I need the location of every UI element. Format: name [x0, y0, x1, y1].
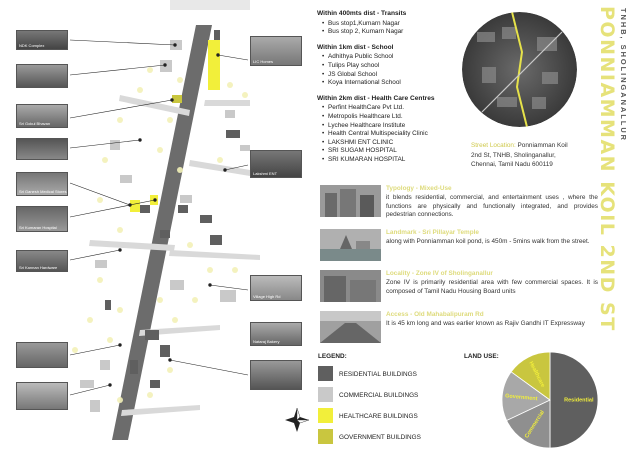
- site-map: [69, 0, 310, 440]
- map-photo-9: [16, 382, 68, 410]
- legend-item-government: GOVERNMENT BUILDINGS: [318, 429, 458, 450]
- list-item: Koya International School: [322, 79, 477, 88]
- legend-label: HEALTHCARE BUILDINGS: [339, 413, 418, 420]
- pie-slice-commercial: [506, 399, 551, 449]
- block-text: along with Ponniamman koil pond, is 450m…: [386, 238, 590, 245]
- school-list: Adhithya Public School Tulips Play schoo…: [317, 53, 477, 87]
- block-heading: Landmark - Sri Pillayar Temple: [386, 229, 479, 236]
- map-photo-sri-kumaran: Sri Kumaran Hospital: [16, 206, 68, 232]
- list-item: Bus stop 2, Kumarn Nagar: [322, 28, 477, 37]
- address-text: Ponniamman Koil 2nd St, TNHB, Sholingana…: [471, 142, 568, 169]
- access-photo: [320, 311, 381, 343]
- pie-slice-healthcare: [510, 351, 551, 401]
- legend-item-commercial: COMMERCIAL BUILDINGS: [318, 387, 458, 408]
- block-text: it blends residential, commercial, and e…: [386, 194, 598, 219]
- block-text: It is 45 km long and was earlier known a…: [386, 320, 585, 327]
- legend-title: LEGEND:: [318, 353, 347, 360]
- locality-photo: [320, 270, 381, 302]
- block-text: Zone IV is primarily residential area wi…: [386, 279, 598, 295]
- page-subtitle: TNHB, SHOLINGANALLUR: [619, 8, 628, 143]
- healthcare-list: Perfint HealthCare Pvt Ltd. Metropolis H…: [317, 104, 477, 164]
- pie-label: Residential: [564, 397, 594, 403]
- list-item: JS Global School: [322, 71, 477, 80]
- list-item: SRI KUMARAN HOSPITAL: [322, 156, 477, 165]
- north-arrow-icon: [285, 407, 310, 432]
- list-item: LAKSHMI ENT CLINIC: [322, 139, 477, 148]
- map-label: LIC Homes: [253, 59, 274, 64]
- residential-buildings: [105, 30, 240, 388]
- list-item: SRI SUGAM HOSPITAL: [322, 147, 477, 156]
- map-photo-sri-kannan: Sri Kannan Hardware: [16, 250, 68, 272]
- list-item: Perfint HealthCare Pvt Ltd.: [322, 104, 477, 113]
- map-label: NDK Complex: [19, 43, 45, 48]
- list-item: Adhithya Public School: [322, 53, 477, 62]
- legend-label: COMMERCIAL BUILDINGS: [339, 392, 419, 399]
- leader-lines: [69, 39, 249, 396]
- legend-label: RESIDENTIAL BUILDINGS: [339, 371, 417, 378]
- pie-label: Government: [505, 393, 538, 402]
- typology-photo: [320, 185, 381, 217]
- block-heading: Typology - Mixed-Use: [386, 185, 452, 192]
- map-photo-4: [16, 138, 68, 160]
- list-item: Metropolis Healthcare Ltd.: [322, 113, 477, 122]
- address-label: Street Location:: [471, 142, 516, 149]
- map-photo-ndk-complex: NDK Complex: [16, 30, 68, 50]
- map-label: Sri Ganesh Medical Stores: [19, 189, 67, 194]
- side-streets: [89, 95, 260, 416]
- transit-list: Bus stop1,Kumarn Nagar Bus stop 2, Kumar…: [317, 20, 477, 37]
- map-photo-nataraj: Nataraj Bakery: [250, 322, 302, 346]
- pie-slice-residential: [549, 351, 599, 449]
- land-use-title: LAND USE:: [464, 353, 499, 360]
- map-photo-2: [16, 64, 68, 88]
- map-label: Sri Kumaran Hospital: [19, 225, 57, 230]
- map-label: Village High Rd: [253, 294, 281, 299]
- street-location: Street Location: Ponniamman Koil 2nd St,…: [471, 141, 577, 170]
- legend-label: GOVERNMENT BUILDINGS: [339, 434, 421, 441]
- legend-item-healthcare: HEALTHCARE BUILDINGS: [318, 408, 458, 429]
- map-photo-village-high-rd: Village High Rd: [250, 275, 302, 301]
- map-photo-lakshmi-ent: Lakshmi ENT: [250, 150, 302, 178]
- list-item: Bus stop1,Kumarn Nagar: [322, 20, 477, 29]
- section-heading: Within 1km dist - School: [317, 43, 394, 51]
- proximity-info: Within 400mts dist - Transits Bus stop1,…: [317, 10, 477, 172]
- list-item: Lychee Healthcare Institute: [322, 122, 477, 131]
- map-photo-medical-stores: Sri Ganesh Medical Stores: [16, 172, 68, 196]
- map-label: Sri Kannan Hardware: [19, 265, 58, 270]
- title-block: PONNIAMMAN KOIL 2ND ST TNHB, SHOLINGANAL…: [590, 6, 634, 332]
- map-label: Lakshmi ENT: [253, 171, 278, 176]
- legend-item-residential: RESIDENTIAL BUILDINGS: [318, 366, 458, 387]
- map-label: Nataraj Bakery: [253, 339, 280, 344]
- landmark-photo: [320, 229, 381, 261]
- list-item: Health Central Multispeciality Clinic: [322, 130, 477, 139]
- map-photo-sri-gokul: Sri Gokul Bhavan: [16, 104, 68, 128]
- pie-slice-government: [501, 371, 551, 421]
- top-road: [170, 0, 250, 10]
- section-heading: Within 2km dist - Health Care Centres: [317, 94, 435, 102]
- land-use-pie: ResidentialCommercialGovernmentHealthcar…: [501, 351, 599, 449]
- block-heading: Access - Old Mahabalipuram Rd: [386, 311, 484, 318]
- legend-swatch: [318, 429, 333, 444]
- section-heading: Within 400mts dist - Transits: [317, 10, 407, 17]
- page-title: PONNIAMMAN KOIL 2ND ST: [596, 6, 618, 332]
- legend-swatch: [318, 387, 333, 402]
- list-item: Tulips Play school: [322, 62, 477, 71]
- legend-swatch: [318, 366, 333, 381]
- legend: LEGEND: RESIDENTIAL BUILDINGS COMMERCIAL…: [318, 353, 458, 450]
- legend-swatch: [318, 408, 333, 423]
- block-heading: Locality - Zone IV of Sholinganallur: [386, 270, 493, 277]
- map-photo-13: [250, 360, 302, 390]
- government-buildings: [172, 95, 182, 103]
- aerial-photo: [462, 12, 577, 127]
- map-label: Sri Gokul Bhavan: [19, 121, 51, 126]
- map-photo-lic-homes: LIC Homes: [250, 36, 302, 66]
- map-photo-8: [16, 342, 68, 368]
- trees: [72, 67, 248, 403]
